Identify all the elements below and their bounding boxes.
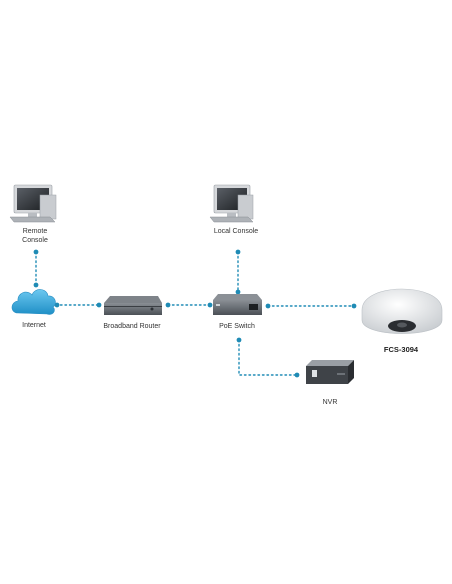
poe-switch-icon	[213, 294, 262, 315]
internet-label: Internet	[22, 322, 46, 329]
remote-console-label-line1: Remote	[22, 228, 48, 235]
nvr-icon	[306, 360, 354, 385]
local-console-label: Local Console	[213, 228, 259, 235]
poe-switch-label: PoE Switch	[219, 323, 255, 330]
internet-cloud-icon	[11, 289, 56, 315]
camera-model-label: FCS-3094	[383, 345, 419, 354]
remote-console-label-line2: Console	[22, 237, 48, 244]
connections	[35, 251, 355, 376]
connection-nodes	[33, 249, 357, 378]
nvr-label: NVR	[322, 399, 338, 406]
remote-console-computer-icon	[9, 184, 57, 223]
broadband-router-icon	[104, 296, 162, 315]
link-switch-nvr	[238, 339, 298, 376]
broadband-router-label: Broadband Router	[103, 323, 161, 330]
fisheye-camera-icon	[361, 288, 443, 334]
local-console-computer-icon	[209, 184, 254, 223]
